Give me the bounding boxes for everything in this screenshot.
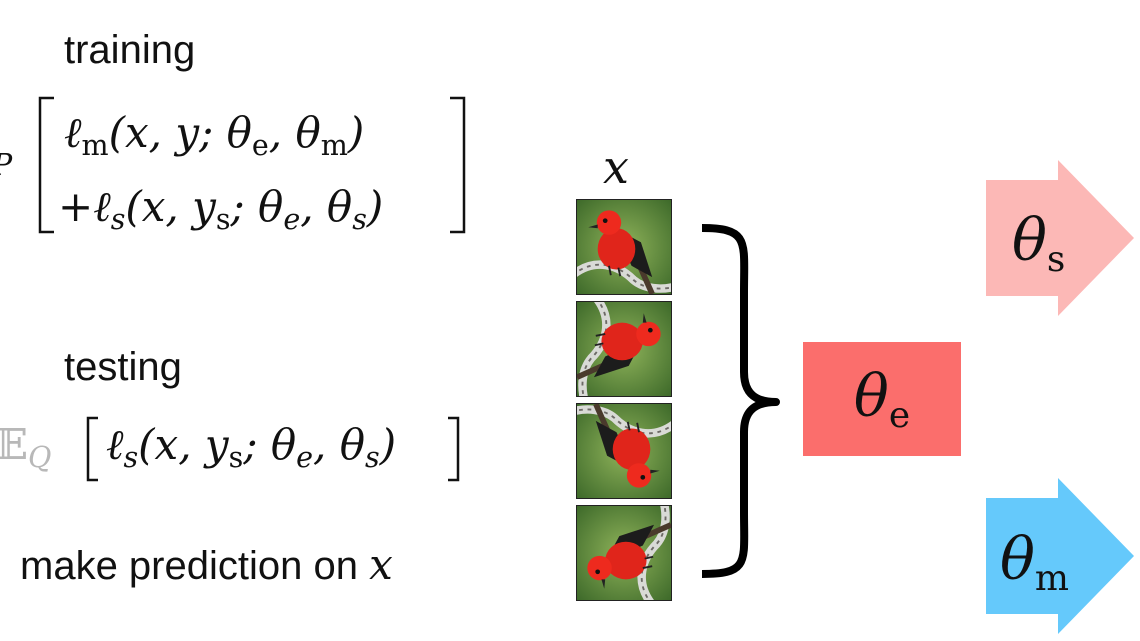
- self-supervised-head-label: θs: [1012, 206, 1066, 280]
- main-task-head-arrow: [986, 478, 1134, 634]
- grouping-brace: [701, 224, 780, 578]
- training-heading: training: [64, 28, 196, 72]
- encoder-label: θe: [853, 362, 911, 436]
- training-right-bracket: [450, 96, 466, 234]
- self-supervised-loss-term: +ℓs(x, ys; θe, θs): [58, 182, 384, 236]
- testing-right-bracket: [448, 416, 460, 482]
- rotated-input-image: [576, 403, 672, 499]
- main-loss-term: ℓm(x, y; θe, θm): [64, 108, 365, 162]
- rotated-input-image: [576, 301, 672, 397]
- training-left-bracket: [38, 96, 54, 234]
- self-supervised-head-arrow: [986, 160, 1134, 316]
- test-loss-term: ℓs(x, ys; θe, θs): [106, 420, 397, 474]
- input-label: x: [603, 140, 629, 194]
- shared-encoder-box: θe: [803, 342, 961, 456]
- main-task-head-label: θm: [1000, 525, 1070, 599]
- testing-left-bracket: [86, 416, 98, 482]
- testing-operator: 𝔼Q: [0, 420, 52, 474]
- prediction-caption: make prediction on x: [20, 540, 393, 589]
- rotated-input-image: [576, 505, 672, 601]
- rotated-input-image: [576, 199, 672, 295]
- training-operator: P: [0, 148, 12, 183]
- testing-heading: testing: [64, 345, 182, 389]
